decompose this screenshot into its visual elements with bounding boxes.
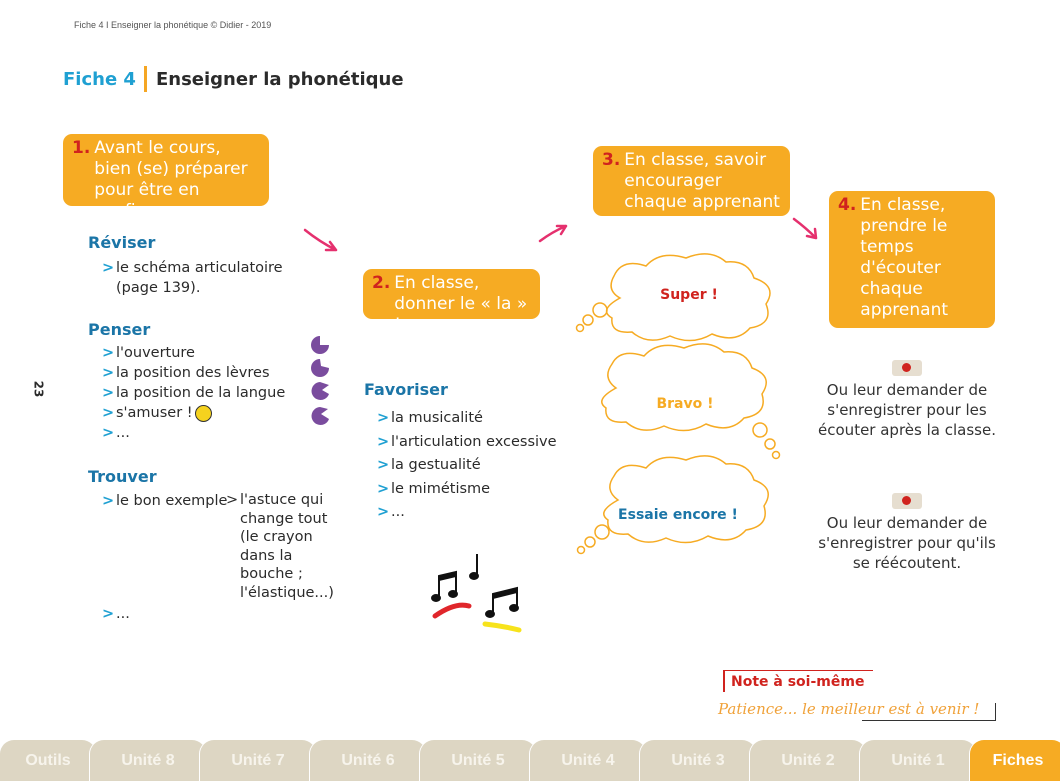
reviser-title: Réviser [88, 233, 155, 252]
list-item: la musicalité [377, 407, 577, 431]
trouver-title: Trouver [88, 467, 157, 486]
smiley-icon [195, 405, 212, 422]
list-item: ... [102, 604, 162, 624]
mouth-shapes [310, 335, 332, 427]
list-item: la position de la langue [102, 383, 302, 403]
tab-unite-3[interactable]: Unité 3 [640, 740, 756, 781]
trouver-astuce: > l'astuce qui change tout (le crayon da… [226, 491, 334, 602]
record-block-2: Ou leur demander de s'enregistrer pour q… [818, 493, 996, 573]
penser-title: Penser [88, 320, 150, 339]
record-icon [892, 493, 922, 509]
arrow-2-icon [540, 226, 566, 241]
note-tick [995, 703, 996, 721]
tab-unite-5[interactable]: Unité 5 [420, 740, 536, 781]
thought-clouds: Super ! Bravo ! Essaie encore ! [568, 248, 790, 568]
penser-list: l'ouverture la position des lèvres la po… [102, 343, 302, 443]
record-text-2: Ou leur demander de s'enregistrer pour q… [818, 513, 996, 573]
section-tabs: Outils Unité 8 Unité 7 Unité 6 Unité 5 U… [0, 740, 1060, 781]
tab-unite-7[interactable]: Unité 7 [200, 740, 316, 781]
arrow-1-icon [305, 230, 336, 250]
tab-unite-8[interactable]: Unité 8 [90, 740, 206, 781]
favoriser-title: Favoriser [364, 380, 448, 399]
tab-unite-6[interactable]: Unité 6 [310, 740, 426, 781]
cloud-bravo-icon [602, 344, 766, 431]
note-title: Note à soi-même [723, 670, 873, 692]
mouth-open-icon [311, 336, 329, 354]
cloud-bravo-label: Bravo ! [656, 396, 713, 412]
tab-unite-2[interactable]: Unité 2 [750, 740, 866, 781]
mouth-tongue-icon [312, 382, 329, 400]
note-text: Patience... le meilleur est à venir ! [718, 700, 979, 718]
cloud-essaie-icon [604, 456, 768, 543]
record-block-1: Ou leur demander de s'enregistrer pour l… [818, 360, 996, 440]
reviser-list: le schéma articulatoire (page 139). [102, 258, 302, 298]
list-item: le mimétisme [377, 478, 577, 502]
cloud-super-label: Super ! [660, 287, 718, 303]
music-notes-icon [425, 550, 525, 640]
list-item: s'amuser ! [102, 403, 302, 423]
tab-fiches[interactable]: Fiches [970, 740, 1060, 781]
list-item: le bon exemple [102, 491, 238, 511]
favoriser-list: la musicalité l'articulation excessive l… [377, 407, 577, 525]
trouver-list: le bon exemple [102, 491, 238, 511]
list-item: ... [102, 423, 302, 443]
list-item: la gestualité [377, 454, 577, 478]
note-underline [862, 720, 996, 721]
tab-outils[interactable]: Outils [0, 740, 96, 781]
arrow-3-icon [794, 219, 816, 238]
cloud-essaie-label: Essaie encore ! [618, 507, 738, 523]
list-item: l'articulation excessive [377, 431, 577, 455]
record-icon [892, 360, 922, 376]
list-item: l'ouverture [102, 343, 302, 363]
tab-unite-4[interactable]: Unité 4 [530, 740, 646, 781]
tab-unite-1[interactable]: Unité 1 [860, 740, 976, 781]
list-item: la position des lèvres [102, 363, 302, 383]
list-item: le schéma articulatoire (page 139). [102, 258, 302, 298]
mouth-lips-icon [311, 359, 329, 377]
mouth-fun-icon [312, 407, 329, 425]
trouver-list-2: ... [102, 604, 162, 624]
list-item: ... [377, 501, 577, 525]
record-text-1: Ou leur demander de s'enregistrer pour l… [818, 380, 996, 440]
